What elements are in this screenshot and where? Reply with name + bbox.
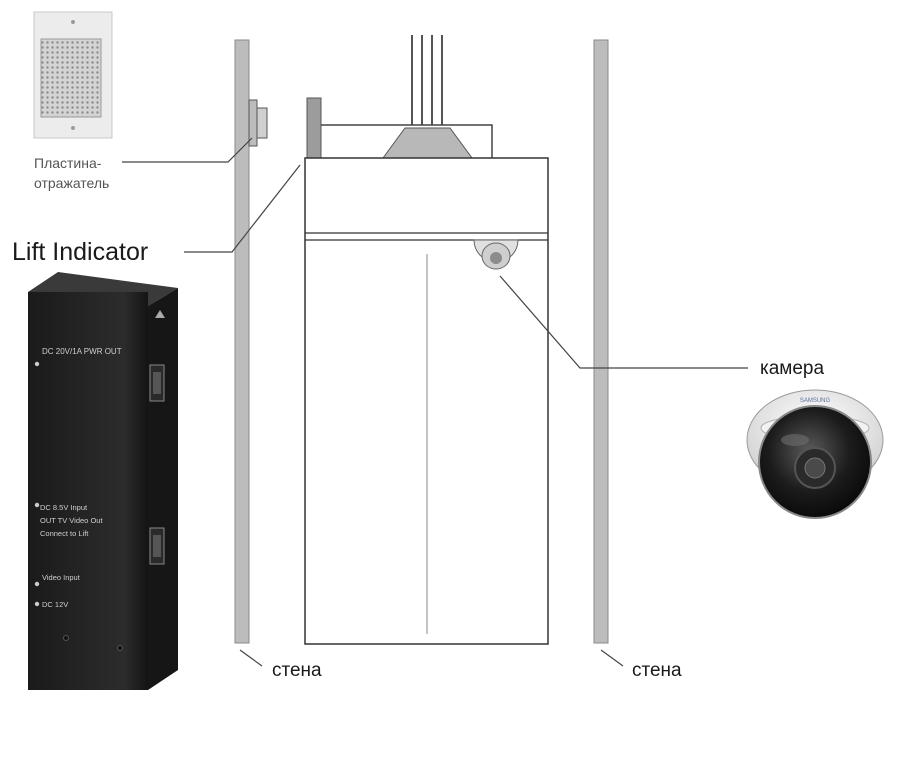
suspension-cables (411, 35, 443, 125)
label-wall-left: стена (272, 660, 322, 681)
label-wall-right: стена (632, 660, 682, 681)
right-wall (593, 39, 609, 644)
dome-camera-photo: SAMSUNG (746, 389, 884, 519)
device-label-low2: DC 12V (42, 600, 68, 609)
label-reflector-line2: отражатель (34, 175, 109, 191)
device-label-mid2: OUT TV Video Out (40, 516, 103, 525)
wall-reflector-cap (256, 107, 268, 139)
device-label-mid1: DC 8.5V Input (40, 503, 88, 512)
label-lift-indicator: Lift Indicator (12, 238, 148, 266)
lift-indicator-post (306, 97, 322, 159)
label-camera: камера (760, 358, 824, 379)
device-label-top: DC 20V/1A PWR OUT (42, 347, 122, 356)
ceiling-camera (473, 239, 519, 270)
control-box: DC 20V/1A PWR OUT DC 8.5V Input OUT TV V… (28, 272, 178, 690)
label-reflector-line1: Пластина- (34, 155, 102, 171)
device-label-mid3: Connect to Lift (40, 529, 89, 538)
left-wall (234, 39, 250, 644)
leader-lines (122, 137, 748, 667)
cable-hitch (382, 127, 473, 159)
device-label-low1: Video Input (42, 573, 81, 582)
reflector-plate (33, 11, 113, 139)
dome-camera-brand: SAMSUNG (800, 398, 831, 404)
elevator-car (304, 157, 549, 645)
